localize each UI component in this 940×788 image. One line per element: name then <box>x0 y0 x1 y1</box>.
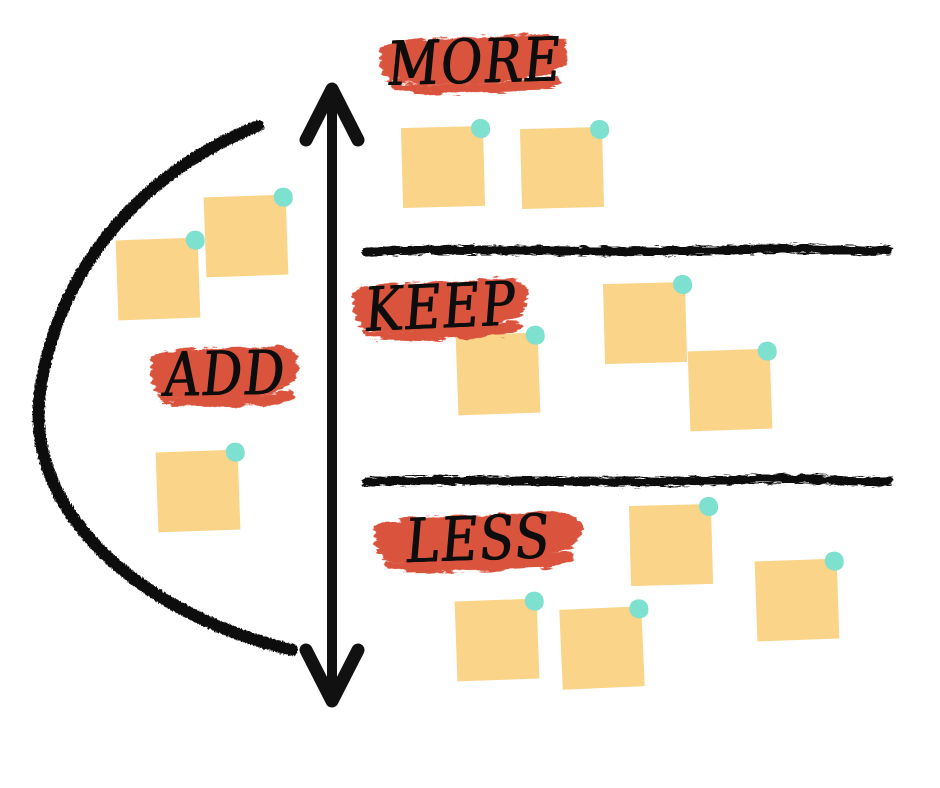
sticky-note[interactable] <box>754 551 844 642</box>
sticky-note[interactable] <box>115 230 205 321</box>
zone-label-add-text: ADD <box>160 337 290 411</box>
divider-more-keep <box>361 244 893 257</box>
brush-stroke-keep <box>352 278 528 341</box>
pin-icon <box>470 118 491 139</box>
pin-icon <box>698 496 719 517</box>
pin-icon <box>757 341 777 362</box>
sticky-note[interactable] <box>602 274 693 365</box>
brush-stroke-more <box>379 34 567 94</box>
pin-icon <box>589 119 610 140</box>
pin-icon <box>225 442 245 463</box>
sticky-note[interactable] <box>519 119 610 210</box>
sticky-note[interactable] <box>155 442 245 533</box>
sticky-note[interactable] <box>628 496 719 587</box>
sticky-note[interactable] <box>687 341 777 432</box>
pin-icon <box>185 230 205 251</box>
sticky-note[interactable] <box>400 118 491 209</box>
sticky-note[interactable] <box>455 325 545 416</box>
brush-stroke-less <box>374 511 582 573</box>
zone-label-less: LESS <box>369 501 589 577</box>
sticky-note[interactable] <box>559 598 649 690</box>
zone-label-more-text: MORE <box>384 24 566 100</box>
add-bracket-curve <box>32 120 298 656</box>
vertical-double-arrow <box>299 82 365 708</box>
zone-label-keep: KEEP <box>349 268 534 346</box>
zone-label-less-text: LESS <box>403 500 555 578</box>
pin-icon <box>824 551 844 572</box>
pin-icon <box>273 187 293 208</box>
pin-icon <box>524 591 544 612</box>
sticky-note[interactable] <box>454 591 544 682</box>
divider-keep-less <box>361 474 893 487</box>
sticky-note[interactable] <box>203 187 293 278</box>
zone-label-keep-text: KEEP <box>362 268 520 346</box>
brush-stroke-add <box>150 345 299 408</box>
pin-icon <box>672 274 693 295</box>
zone-label-add: ADD <box>147 337 302 412</box>
pin-icon <box>628 598 649 619</box>
zone-label-more: MORE <box>376 24 574 100</box>
